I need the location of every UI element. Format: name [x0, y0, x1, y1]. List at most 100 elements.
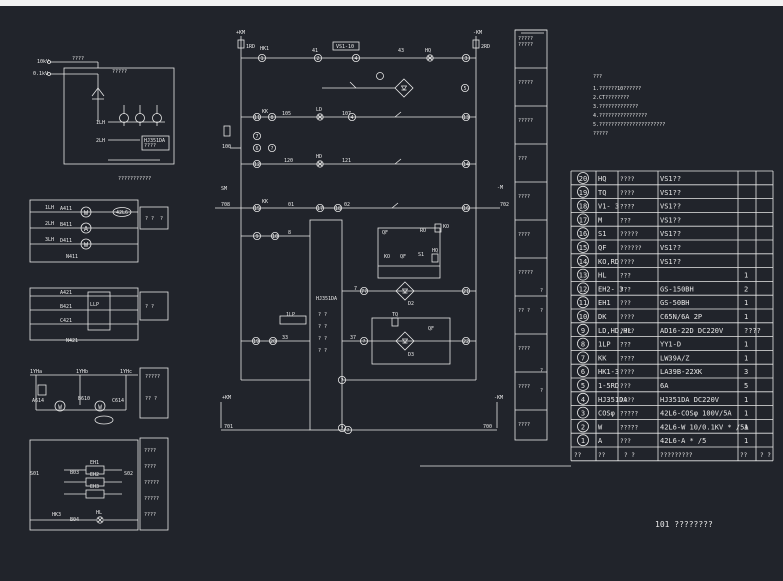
term-label: ?	[160, 216, 163, 222]
meter-letter: W	[98, 404, 102, 411]
wire-num: 105	[282, 111, 291, 117]
term-label: ? ?	[145, 216, 154, 222]
relay-pin-label: ? ?	[318, 336, 327, 342]
part-no: 7	[581, 354, 585, 362]
side-plus-label: +KM	[222, 395, 231, 401]
numbered-terminal	[252, 143, 261, 152]
part-no: 14	[579, 258, 587, 266]
row-number-circle	[577, 213, 589, 226]
strip-label: ????	[518, 232, 530, 238]
notes-title: ???	[593, 74, 602, 80]
input-node	[47, 72, 51, 76]
wire-num: 33	[282, 335, 288, 341]
diode-icon	[400, 85, 408, 91]
row-number-circle	[577, 365, 589, 378]
part-no: 8	[581, 341, 585, 349]
part-model: LW39A/Z	[660, 354, 690, 362]
row-number-circle	[577, 379, 589, 391]
row-number-circle	[577, 282, 589, 295]
part-code: DK	[598, 313, 607, 321]
part-no: 4	[581, 396, 585, 404]
part-no: 3	[581, 410, 585, 418]
numbered-terminal	[351, 54, 360, 63]
ko-sub-frame	[377, 227, 441, 279]
part-model: VS1??	[660, 230, 681, 238]
term-label: ????	[144, 448, 156, 454]
switch-label: KK	[262, 109, 268, 115]
numbered-terminal	[313, 54, 322, 63]
input-node	[47, 60, 51, 64]
part-code: EH2- 3	[598, 285, 623, 293]
terminal-number: 13	[463, 115, 469, 121]
strip-label: ???	[518, 156, 527, 162]
terminal-number: 7	[255, 134, 258, 140]
terminal-number: 1	[260, 56, 263, 62]
meters-b-frame	[29, 287, 139, 341]
heater-label: EH2	[90, 472, 99, 478]
terminal-number: ?	[340, 426, 343, 432]
wire-label-0: A411	[60, 206, 72, 212]
term-label: ? ?	[145, 304, 154, 310]
part-name: ????	[620, 176, 635, 183]
terminal-number: 2	[316, 56, 319, 62]
terminal-box-b	[139, 291, 169, 321]
part-name: ?????	[620, 231, 638, 238]
relay-small-box	[141, 135, 170, 151]
mid-label: ?????	[112, 69, 127, 75]
coil-label: HQ	[432, 248, 438, 254]
switch-label: KK	[262, 199, 268, 205]
part-name: ????	[620, 369, 635, 376]
part-model: VS1??	[660, 175, 681, 183]
bridge-2-icon	[395, 281, 415, 301]
notes-line-5: ?????	[593, 131, 608, 137]
contact-label: QF	[400, 254, 406, 260]
coil-label: KO	[443, 224, 449, 230]
terminal	[376, 72, 384, 80]
part-name: ?????	[620, 411, 638, 418]
numbered-terminal	[337, 423, 346, 432]
numbered-terminal	[252, 131, 261, 140]
terminal-number: 22	[463, 339, 469, 345]
part-qty: 1	[744, 410, 748, 418]
bus-plus-label: +KM	[236, 30, 245, 36]
numbered-terminal	[333, 203, 342, 212]
part-model: HJ351DA DC220V	[660, 396, 720, 404]
meter-model: 42L6	[116, 210, 128, 216]
terminal-number: 4	[354, 56, 357, 62]
wattmeter-icon	[54, 400, 66, 412]
numbered-terminal	[460, 84, 469, 93]
part-code: M	[598, 216, 602, 224]
wattmeter-icon	[80, 206, 92, 218]
meter-2-icon	[152, 113, 162, 123]
numbered-terminal	[461, 54, 470, 63]
contact	[349, 81, 357, 89]
heater-icon	[85, 489, 105, 499]
relay-pin-label: ? ?	[318, 312, 327, 318]
part-no: 16	[579, 230, 587, 238]
wattmeter-icon	[80, 238, 92, 250]
wire-label-2: C421	[60, 318, 72, 324]
heater-label: EH1	[90, 460, 99, 466]
table-header-name: ? ?	[624, 452, 635, 459]
row-number-circle	[577, 172, 589, 184]
switch-label: HK3	[52, 512, 61, 518]
wire-num: 100	[222, 144, 231, 150]
meter-1-icon	[135, 113, 145, 123]
part-code: HJ351DA	[598, 396, 628, 404]
part-model: 42L6-W 10/0.1KV * /5A	[660, 423, 749, 431]
part-name: ????	[620, 355, 635, 362]
terminal-number: 9	[255, 234, 258, 240]
terminal-number: 17	[317, 206, 323, 212]
neutral-label: N411	[66, 254, 78, 260]
vs1-box	[332, 41, 360, 51]
relay-box-hj351da	[309, 219, 343, 431]
part-code: 1-5RD	[598, 382, 619, 390]
strip-label: ????	[518, 194, 530, 200]
side-minus2-label: -KM	[494, 395, 503, 401]
part-code: HK1-3	[598, 368, 619, 376]
contact-label: QF	[428, 326, 434, 332]
resistor-icon	[223, 125, 231, 137]
wire-num: 02	[344, 202, 350, 208]
strip-label: ?????	[518, 42, 533, 48]
row-number-circle	[577, 434, 589, 447]
